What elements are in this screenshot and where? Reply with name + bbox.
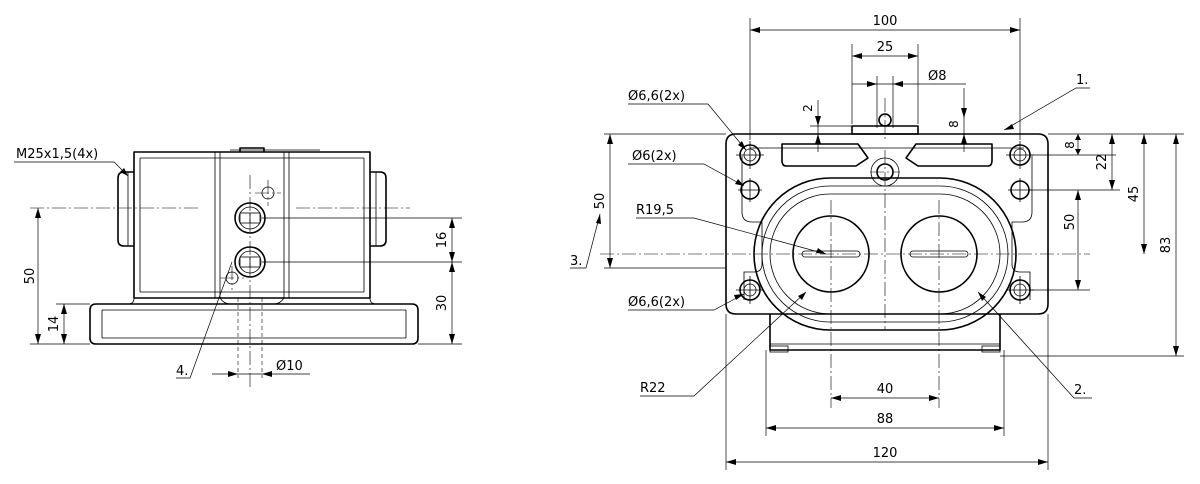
callout-2: 2. bbox=[1074, 383, 1086, 398]
mount-hole-top-left bbox=[736, 141, 764, 169]
callout-4: 4. bbox=[176, 364, 188, 379]
callout-1: 1. bbox=[1076, 73, 1088, 88]
dim-50-right: 50 bbox=[1063, 214, 1078, 231]
thread-label: M25x1,5(4x) bbox=[16, 147, 98, 162]
dim-25: 25 bbox=[877, 40, 894, 55]
gland-left bbox=[117, 171, 134, 247]
dim-83: 83 bbox=[1159, 237, 1174, 254]
dim-100: 100 bbox=[873, 14, 898, 29]
dim-phi10: Ø10 bbox=[276, 359, 303, 374]
front-view: 100 25 Ø8 2 8 1. Ø6,6(2x) Ø6(2x) R19,5 5… bbox=[570, 14, 1184, 470]
callout-3: 3. bbox=[570, 254, 582, 269]
dim-2: 2 bbox=[801, 104, 815, 112]
hole-label-b: Ø6(2x) bbox=[632, 149, 677, 164]
dim-120: 120 bbox=[873, 446, 898, 461]
bottom-foot bbox=[769, 314, 1001, 351]
lever-right bbox=[905, 143, 993, 167]
radius-22: R22 bbox=[640, 381, 666, 396]
dim-45: 45 bbox=[1127, 186, 1142, 203]
mount-hole-mid-left bbox=[738, 178, 762, 202]
side-base-flange bbox=[89, 303, 419, 345]
dim-phi8: Ø8 bbox=[928, 69, 947, 84]
cavity-outer bbox=[753, 177, 1017, 331]
dim-40: 40 bbox=[877, 382, 894, 397]
lever-left bbox=[781, 143, 869, 167]
mount-hole-bottom-left bbox=[736, 276, 764, 304]
dim-14: 14 bbox=[47, 316, 62, 333]
dim-50-left: 50 bbox=[23, 268, 38, 285]
dim-50-mid: 50 bbox=[593, 193, 608, 210]
mount-hole-top-right bbox=[1006, 141, 1034, 169]
radius-19-5: R19,5 bbox=[636, 203, 674, 218]
mount-hole-mid-right bbox=[1008, 178, 1032, 202]
hole-label-a: Ø6,6(2x) bbox=[628, 89, 685, 104]
dim-88: 88 bbox=[877, 412, 894, 427]
dim-16: 16 bbox=[435, 232, 450, 249]
gland-right bbox=[370, 171, 387, 247]
dim-22: 22 bbox=[1095, 154, 1110, 171]
side-view: M25x1,5(4x) 50 14 16 30 Ø10 4. bbox=[14, 147, 462, 388]
dim-30: 30 bbox=[435, 295, 450, 312]
dim-8-right: 8 bbox=[1063, 141, 1077, 149]
dim-8-top: 8 bbox=[947, 120, 961, 128]
hole-label-c: Ø6,6(2x) bbox=[628, 295, 685, 310]
front-plate bbox=[725, 133, 1049, 315]
